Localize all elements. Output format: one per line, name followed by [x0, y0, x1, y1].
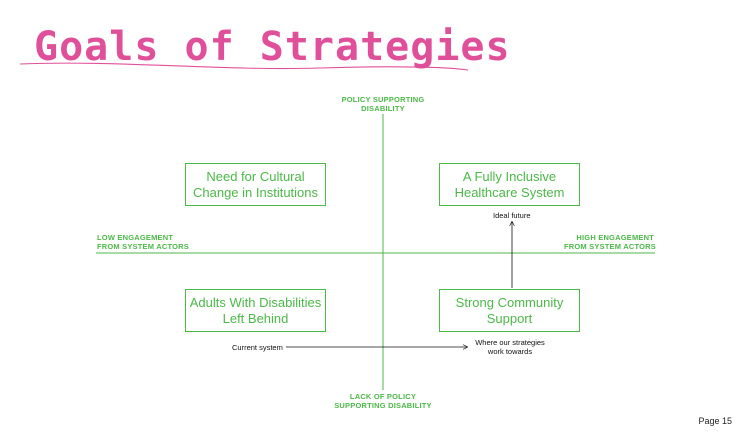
page-number: Page 15	[698, 416, 732, 426]
ideal-future-label: Ideal future	[493, 211, 531, 220]
page-title: Goals of Strategies	[34, 24, 511, 70]
title-underline	[19, 62, 469, 71]
current-system-label: Current system	[232, 343, 283, 352]
